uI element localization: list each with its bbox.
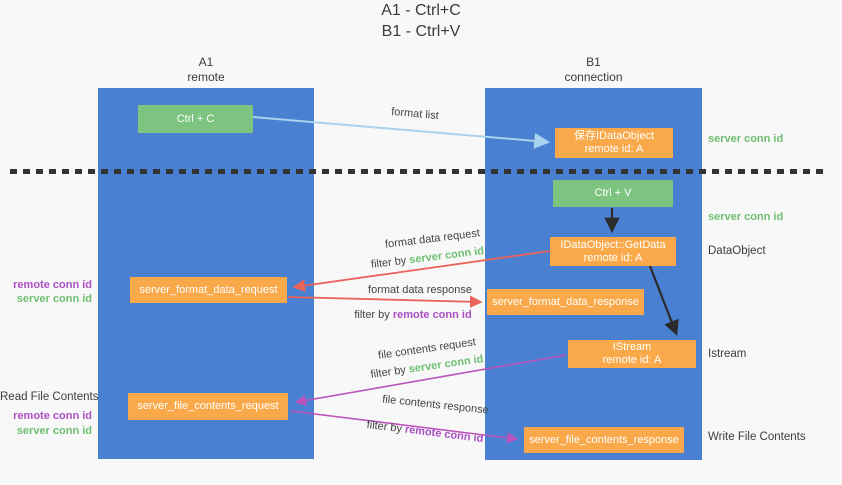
side-label-server-conn-id-1: server conn id: [16, 293, 92, 305]
filter-by-text: filter by: [369, 363, 410, 381]
node-idataobject-getdata: IDataObject::GetData remote id: A: [550, 237, 676, 266]
title-line-1: A1 - Ctrl+C: [381, 2, 461, 19]
side-label-write-file-contents: Write File Contents: [708, 431, 806, 443]
side-label-istream: Istream: [708, 348, 747, 360]
side-label-server-conn-id-mid: server conn id: [708, 211, 784, 223]
remote-conn-id-text: remote conn id: [392, 309, 472, 321]
node-ctrl-v: Ctrl + V: [553, 180, 673, 207]
getdata-line1: IDataObject::GetData: [560, 238, 666, 251]
phase-separator-dotted-line: [10, 169, 825, 174]
arrow-format-data-response: [287, 295, 483, 309]
label-file-contents-response: file contents response: [381, 393, 490, 417]
title-line-2: B1 - Ctrl+V: [381, 23, 461, 40]
node-server-file-contents-response: server_file_contents_response: [524, 427, 684, 453]
label-filter-by-remote-conn-id-2: filter by remote conn id: [350, 417, 500, 447]
lane-a1-role: remote: [187, 70, 225, 84]
ctrl-c-label: Ctrl + C: [176, 112, 215, 125]
node-ctrl-c: Ctrl + C: [138, 105, 253, 133]
istream-line2: remote id: A: [602, 354, 662, 366]
getdata-line2: remote id: A: [583, 251, 643, 264]
label-filter-by-remote-conn-id-1: filter by remote conn id: [338, 309, 488, 321]
lane-header-b1: B1 connection: [485, 55, 702, 85]
format-request-label: server_format_data_request: [139, 283, 278, 296]
lane-a1-name: A1: [198, 55, 214, 69]
lane-b1-name: B1: [586, 55, 601, 69]
label-format-data-response: format data response: [368, 284, 472, 296]
side-label-remote-conn-id-1: remote conn id: [13, 279, 92, 291]
save-idataobject-line2: remote id: A: [584, 143, 644, 155]
side-label-remote-conn-id-2: remote conn id: [13, 410, 92, 422]
side-label-server-conn-id-top: server conn id: [708, 133, 784, 145]
format-response-label: server_format_data_response: [492, 295, 639, 308]
server-conn-id-text: server conn id: [408, 245, 485, 267]
istream-line1: IStream: [612, 341, 652, 353]
filter-by-text: filter by: [354, 309, 393, 321]
remote-conn-id-text: remote conn id: [404, 423, 484, 446]
file-request-label: server_file_contents_request: [137, 400, 279, 412]
server-conn-id-text: server conn id: [407, 353, 485, 376]
filter-by-text: filter by: [366, 418, 406, 436]
node-server-format-data-response: server_format_data_response: [487, 289, 644, 315]
label-format-list: format list: [390, 105, 440, 123]
side-label-dataobject: DataObject: [708, 245, 766, 257]
node-server-file-contents-request: server_file_contents_request: [128, 393, 288, 420]
filter-by-text: filter by: [370, 254, 411, 271]
side-label-server-conn-id-2: server conn id: [16, 425, 92, 437]
side-label-read-file-contents: Read File Contents: [0, 391, 99, 403]
node-server-format-data-request: server_format_data_request: [130, 277, 287, 303]
node-istream: IStream remote id: A: [568, 340, 696, 368]
file-response-label: server_file_contents_response: [529, 433, 679, 446]
save-idataobject-line1: 保存IDataObject: [573, 130, 655, 142]
node-save-idataobject: 保存IDataObject remote id: A: [555, 128, 673, 158]
diagram-title: A1 - Ctrl+C B1 - Ctrl+V: [0, 0, 842, 42]
lane-b1-role: connection: [564, 70, 623, 84]
ctrl-v-label: Ctrl + V: [594, 187, 632, 199]
lane-header-a1: A1 remote: [98, 55, 314, 85]
